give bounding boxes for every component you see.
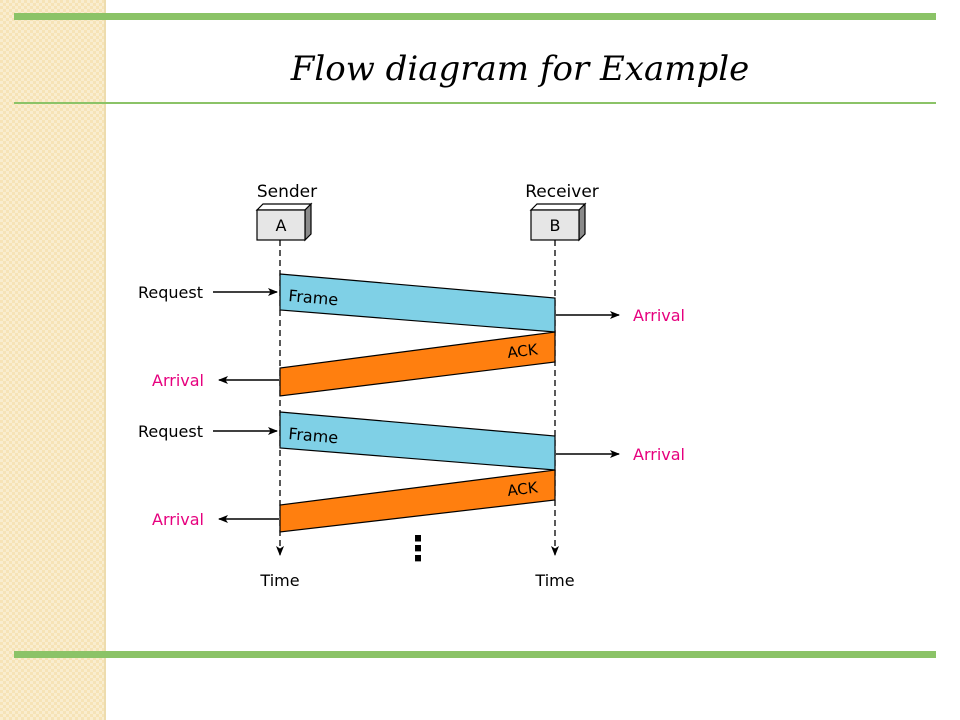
sender-role-label: Sender <box>257 182 317 202</box>
continuation-ellipsis: ⋮ <box>401 529 435 569</box>
bottom-accent-bar <box>14 651 936 658</box>
sender-arrival-label: Arrival <box>152 510 204 529</box>
ack-band <box>279 331 556 397</box>
frame-label: Frame <box>288 286 339 309</box>
receiver-node-label: B <box>550 216 561 235</box>
sender-node: A <box>255 202 313 242</box>
page-title: Flow diagram for Example <box>290 49 750 89</box>
receiver-arrival-label: Arrival <box>633 445 685 464</box>
receiver-arrival-label: Arrival <box>633 306 685 325</box>
request-label: Request <box>138 422 203 441</box>
frame-label: Frame <box>288 424 339 447</box>
receiver-time-label: Time <box>534 571 574 590</box>
receiver-role-label: Receiver <box>525 182 599 202</box>
sender-node-label: A <box>276 216 287 235</box>
sender-arrival-label: Arrival <box>152 371 204 390</box>
ack-label: ACK <box>506 340 539 362</box>
ack-label: ACK <box>506 478 539 500</box>
sender-time-label: Time <box>259 571 299 590</box>
decorative-side-panel <box>0 0 106 720</box>
ack-band <box>279 469 556 533</box>
top-accent-bar <box>14 13 936 20</box>
request-label: Request <box>138 283 203 302</box>
title-divider <box>14 102 936 104</box>
receiver-node: B <box>529 202 587 242</box>
message-exchange: Request Frame Arrival ACK Arrival <box>138 273 685 397</box>
message-exchange: Request Frame Arrival ACK Arrival <box>138 411 685 533</box>
